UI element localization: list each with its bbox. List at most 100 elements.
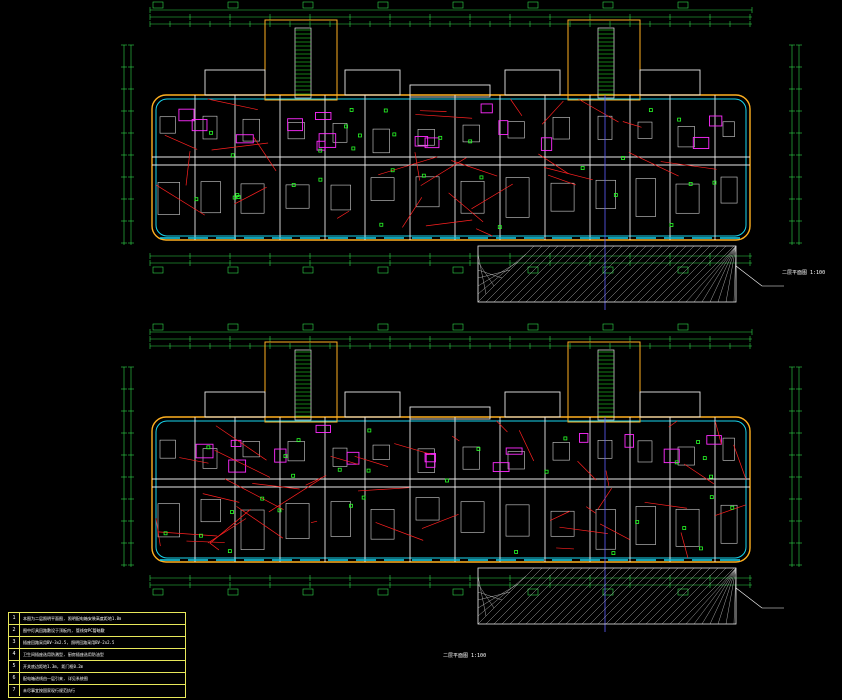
wiring-run: [234, 186, 267, 205]
wiring-run: [157, 531, 218, 537]
hatch-line: [653, 245, 711, 303]
hatch-line: [549, 245, 607, 303]
wiring-run: [378, 156, 438, 176]
wiring-run: [714, 421, 722, 445]
device-symbol: [206, 445, 211, 450]
furniture: [370, 509, 395, 540]
wiring-run: [559, 526, 608, 534]
device-symbol: [563, 436, 568, 441]
hatch-line: [709, 245, 737, 303]
device-symbol: [344, 124, 348, 129]
hatch-line: [717, 567, 737, 625]
furniture: [200, 181, 221, 214]
sanitary-fixture: [228, 459, 247, 473]
device-symbol: [291, 473, 296, 478]
device-symbol: [544, 469, 549, 474]
hatch-line: [485, 567, 543, 625]
hatch-line: [573, 567, 631, 625]
furniture: [552, 117, 570, 140]
furniture: [242, 118, 260, 142]
hatch-line: [477, 269, 511, 279]
hatch-line: [477, 269, 503, 279]
exterior-wall: [151, 94, 751, 241]
device-symbol: [669, 223, 674, 227]
device-symbol: [445, 478, 449, 483]
axis-tag: [152, 323, 164, 331]
device-symbol: [230, 510, 234, 514]
sanitary-fixture: [414, 136, 429, 147]
stair-core: [567, 19, 641, 101]
sanitary-fixture: [540, 137, 553, 151]
hatch-line: [621, 245, 679, 303]
hatch-line: [677, 567, 735, 625]
wiring-run: [578, 98, 619, 123]
hatch-line: [661, 567, 719, 625]
hatch-line: [477, 245, 535, 303]
device-symbol: [476, 447, 481, 451]
device-symbol: [497, 225, 502, 229]
wiring-run: [644, 501, 688, 509]
device-symbol: [351, 146, 356, 151]
wiring-run: [622, 121, 642, 128]
furniture: [157, 182, 181, 215]
axis-tag: [602, 588, 614, 596]
hatch-line: [629, 567, 687, 625]
wiring-run: [207, 518, 247, 544]
device-symbol: [421, 173, 426, 178]
lower-plan-caption-text: 二层平面图: [443, 653, 469, 659]
device-symbol: [357, 133, 362, 138]
hatch-line: [517, 567, 575, 625]
wiring-run: [714, 504, 747, 516]
hatch-line: [581, 245, 639, 303]
wiring-run: [253, 137, 277, 172]
stair-well: [294, 349, 312, 421]
wiring-run: [471, 183, 513, 210]
device-symbol: [648, 108, 653, 113]
sanitary-fixture: [424, 453, 436, 463]
furniture: [635, 506, 656, 545]
device-symbol: [379, 222, 384, 227]
furniture: [462, 124, 480, 143]
axis-tag: [677, 323, 689, 331]
device-symbol: [277, 508, 282, 513]
furniture: [372, 128, 390, 154]
wiring-run: [179, 457, 209, 464]
hatch-line: [477, 591, 511, 601]
axis-tag: [152, 588, 164, 596]
wiring-run: [202, 493, 240, 503]
hatch-line: [477, 583, 495, 609]
device-symbol: [479, 175, 484, 180]
axis-tag: [152, 1, 164, 9]
lower-plan-caption: 二层平面图 1:100: [443, 652, 486, 659]
bay-wall: [504, 391, 561, 418]
hatch-line: [525, 567, 583, 625]
wiring-run: [549, 510, 570, 521]
furniture: [157, 503, 181, 538]
wiring-run: [496, 420, 508, 433]
sanitary-fixture: [579, 433, 589, 443]
axis-tag: [227, 588, 239, 596]
device-symbol: [702, 456, 707, 461]
hatch-line: [549, 567, 607, 625]
furniture: [460, 501, 485, 533]
sanitary-fixture: [178, 108, 195, 122]
exterior-wall: [151, 416, 751, 563]
note-text: 卫生间插座选用防溅型, 厨房插座选用防油型: [23, 651, 104, 657]
axis-tag: [377, 1, 389, 9]
hatch-line: [733, 567, 737, 625]
sanitary-fixture: [235, 134, 254, 144]
wiring-run: [330, 455, 359, 465]
note-number: 3: [9, 637, 20, 648]
hatch-line: [477, 253, 487, 295]
device-symbol: [514, 550, 518, 554]
hatch-line: [589, 245, 647, 303]
axis-tag: [452, 266, 464, 274]
axis-tag: [602, 323, 614, 331]
hatch-line: [509, 245, 567, 303]
axis-tag: [602, 1, 614, 9]
furniture: [370, 177, 395, 201]
